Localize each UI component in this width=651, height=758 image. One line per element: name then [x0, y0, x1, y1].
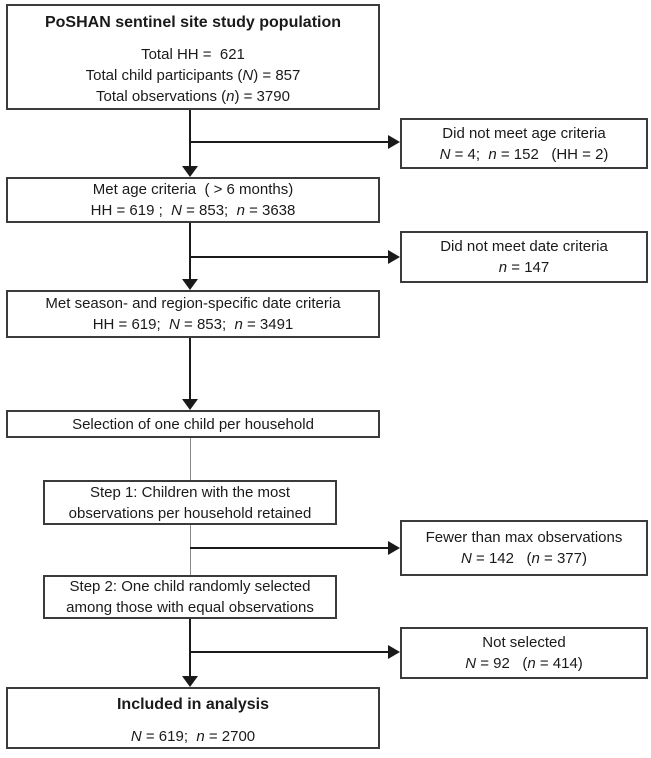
box-included-title: Included in analysis [116, 696, 270, 713]
connector-branch-date-excluded [190, 256, 388, 258]
box-study-population-title: PoSHAN sentinel site study population [44, 14, 342, 31]
arrowhead-down-selection [182, 399, 198, 410]
arrowhead-right-not-selected [388, 645, 400, 659]
connector-step2-to-included [189, 619, 191, 676]
box-step2: Step 2: One child randomly selected amon… [43, 575, 337, 619]
box-fewer-than-max-line: Fewer than max observations [425, 529, 623, 546]
box-met-age-criteria-line: Met age criteria ( > 6 months) [92, 181, 294, 198]
box-study-population-line: Total child participants (N) = 857 [85, 67, 301, 84]
box-selection: Selection of one child per household [6, 410, 380, 438]
box-not-selected: Not selected N = 92 (n = 414) [400, 627, 648, 679]
connector-date-to-selection [189, 338, 191, 400]
box-date-excluded-line: Did not meet date criteria [440, 238, 608, 255]
box-step2-line: among those with equal observations [66, 599, 314, 616]
box-met-date-criteria-line: HH = 619; N = 853; n = 3491 [92, 316, 294, 333]
box-age-excluded: Did not meet age criteria N = 4; n = 152… [400, 118, 648, 169]
box-study-population-line: Total HH = 621 [141, 46, 245, 63]
connector-selection-to-step1 [190, 438, 191, 480]
arrowhead-down-age [182, 166, 198, 177]
connector-branch-age-excluded [190, 141, 388, 143]
box-step1: Step 1: Children with the most observati… [43, 480, 337, 525]
arrowhead-right-date-excluded [388, 250, 400, 264]
box-met-date-criteria-line: Met season- and region-specific date cri… [45, 295, 341, 312]
box-step2-line: Step 2: One child randomly selected [69, 578, 311, 595]
box-selection-line: Selection of one child per household [72, 415, 314, 433]
arrowhead-right-fewer-than-max [388, 541, 400, 555]
box-date-excluded-line: n = 147 [498, 259, 550, 276]
box-included-line: N = 619; n = 2700 [130, 728, 256, 745]
box-study-population: PoSHAN sentinel site study population To… [6, 4, 380, 110]
box-met-date-criteria: Met season- and region-specific date cri… [6, 290, 380, 338]
connector-step1-to-step2 [190, 525, 191, 575]
box-met-age-criteria-line: HH = 619 ; N = 853; n = 3638 [90, 202, 296, 219]
arrowhead-down-included [182, 676, 198, 687]
connector-branch-fewer-than-max [190, 547, 388, 549]
arrowhead-down-date [182, 279, 198, 290]
box-age-excluded-line: Did not meet age criteria [442, 124, 606, 142]
arrowhead-right-age-excluded [388, 135, 400, 149]
connector-population-to-age [189, 110, 191, 167]
box-fewer-than-max-line: N = 142 (n = 377) [461, 550, 587, 567]
box-included: Included in analysis N = 619; n = 2700 [6, 687, 380, 749]
connector-age-to-date [189, 223, 191, 280]
box-step1-line: observations per household retained [68, 504, 312, 522]
connector-branch-not-selected [190, 651, 388, 653]
box-study-population-line: Total observations (n) = 3790 [96, 88, 290, 105]
box-step1-line: Step 1: Children with the most [89, 483, 291, 501]
box-date-excluded: Did not meet date criteria n = 147 [400, 231, 648, 283]
box-fewer-than-max: Fewer than max observations N = 142 (n =… [400, 520, 648, 576]
box-met-age-criteria: Met age criteria ( > 6 months) HH = 619 … [6, 177, 380, 223]
box-not-selected-line: Not selected [482, 634, 566, 651]
box-not-selected-line: N = 92 (n = 414) [465, 655, 583, 672]
box-age-excluded-line: N = 4; n = 152 (HH = 2) [439, 145, 609, 163]
